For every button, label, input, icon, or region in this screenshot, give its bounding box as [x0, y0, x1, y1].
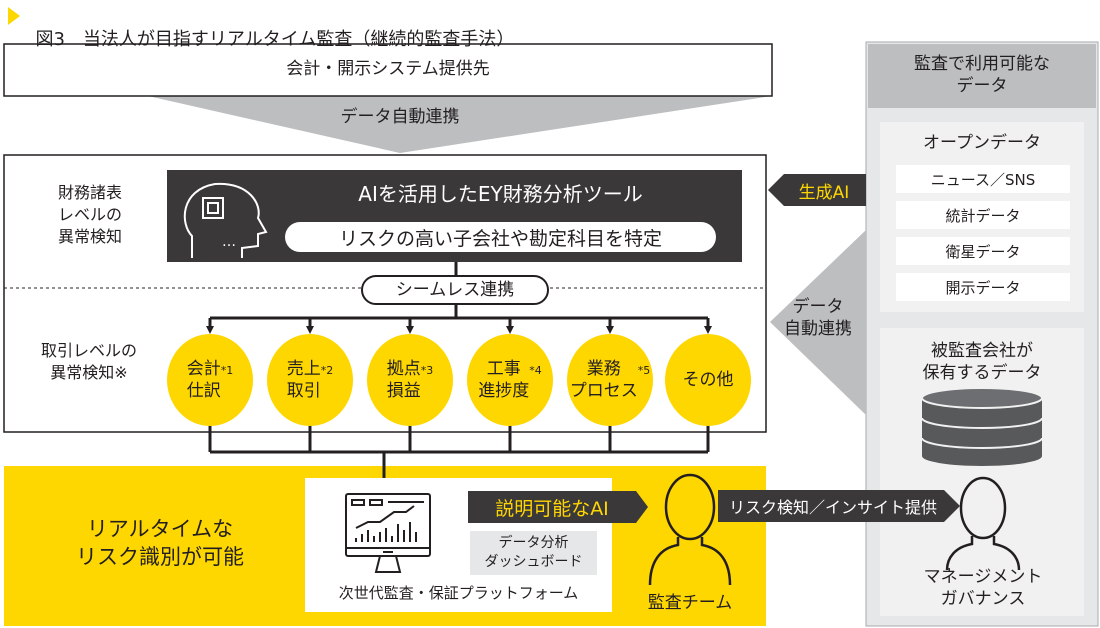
genai-label: 生成AI [798, 182, 850, 203]
tool-subtitle: リスクの高い子会社や勘定科目を特定 [338, 227, 662, 250]
data-link-arrow [770, 230, 866, 415]
company-data-panel [880, 328, 1084, 616]
audit-team-person-icon [648, 473, 732, 586]
footnote-marker: *5 [637, 364, 651, 377]
circle-label-text: 会計 仕訳 [186, 359, 221, 401]
footnote-marker: *2 [320, 364, 334, 377]
company-data-title: 被監査会社が 保有するデータ [922, 341, 1042, 383]
circle-label: 拠点 損益*3 [367, 334, 453, 426]
seamless-label: シームレス連携 [395, 280, 515, 300]
txn-level-label: 取引レベルの 異常検知※ [40, 341, 137, 382]
category-circle [267, 334, 353, 426]
category-circle [167, 334, 253, 426]
circle-label-text: 売上 取引 [286, 359, 321, 401]
top-box [3, 43, 773, 97]
title-marker-icon [8, 7, 20, 25]
top-flow-label: データ自動連携 [340, 107, 460, 127]
insight-label: リスク検知／インサイト提供 [728, 498, 937, 517]
category-circle [567, 334, 653, 426]
xai-arrow [468, 491, 648, 523]
top-flow-funnel [148, 96, 772, 153]
circle-label: 工事 進捗度*4 [467, 334, 553, 426]
management-label: マネージメント ガバナンス [923, 567, 1043, 609]
category-circle [665, 334, 751, 426]
circle-label: その他 [665, 334, 751, 426]
ai-head-icon: … [183, 182, 268, 258]
figure-number: 図3 [35, 29, 65, 50]
data-link-label: データ 自動連携 [784, 297, 852, 339]
tool-subtitle-pill [285, 222, 716, 252]
circle-label-text: 業務 プロセス [569, 359, 638, 401]
management-person-icon [945, 476, 1021, 571]
tool-title: AIを活用したEY財務分析ツール [358, 182, 643, 206]
dashboard-label: データ分析 ダッシュボード [484, 535, 583, 570]
open-data-item: 統計データ [896, 201, 1070, 229]
circle-label-text: 工事 進捗度 [478, 359, 530, 401]
circle-label: 会計 仕訳*1 [167, 334, 253, 426]
realtime-label: リアルタイムな リスク識別が可能 [76, 517, 244, 569]
circle-label-text: 拠点 損益 [386, 359, 421, 401]
right-panel-header-bg [868, 44, 1096, 108]
svg-text:…: … [222, 234, 236, 250]
footnote-marker: *3 [420, 364, 434, 377]
genai-arrow [768, 174, 866, 206]
fs-level-label: 財務諸表 レベルの 異常検知 [57, 183, 122, 246]
circle-label: 業務 プロセス*5 [567, 334, 653, 426]
category-circle [367, 334, 453, 426]
database-icon [921, 387, 1043, 466]
circle-label: 売上 取引*2 [267, 334, 353, 426]
footnote-marker: *4 [529, 364, 542, 377]
dashboard-label-box [470, 531, 597, 575]
open-data-item: ニュース／SNS [896, 165, 1070, 193]
open-data-item: 衛星データ [896, 237, 1070, 265]
right-panel-header: 監査で利用可能な データ [914, 54, 1050, 96]
top-box-label: 会計・開示システム提供先 [286, 59, 490, 79]
figure-title: 図3 当法人が目指すリアルタイム監査（継続的監査手法） [24, 4, 514, 52]
category-circle [467, 334, 553, 426]
footnote-marker: *1 [220, 364, 234, 377]
platform-label: 次世代監査・保証プラットフォーム [338, 584, 579, 602]
insight-arrow [718, 490, 960, 522]
open-data-item: 開示データ [896, 273, 1070, 301]
audit-team-label: 監査チーム [647, 593, 733, 613]
open-data-title: オープンデータ [923, 133, 1041, 153]
figure-title-text: 当法人が目指すリアルタイム監査（継続的監査手法） [82, 29, 515, 50]
monitor-dashboard-icon [345, 493, 431, 573]
circle-label-text: その他 [682, 370, 734, 390]
xai-label: 説明可能なAI [495, 497, 609, 520]
